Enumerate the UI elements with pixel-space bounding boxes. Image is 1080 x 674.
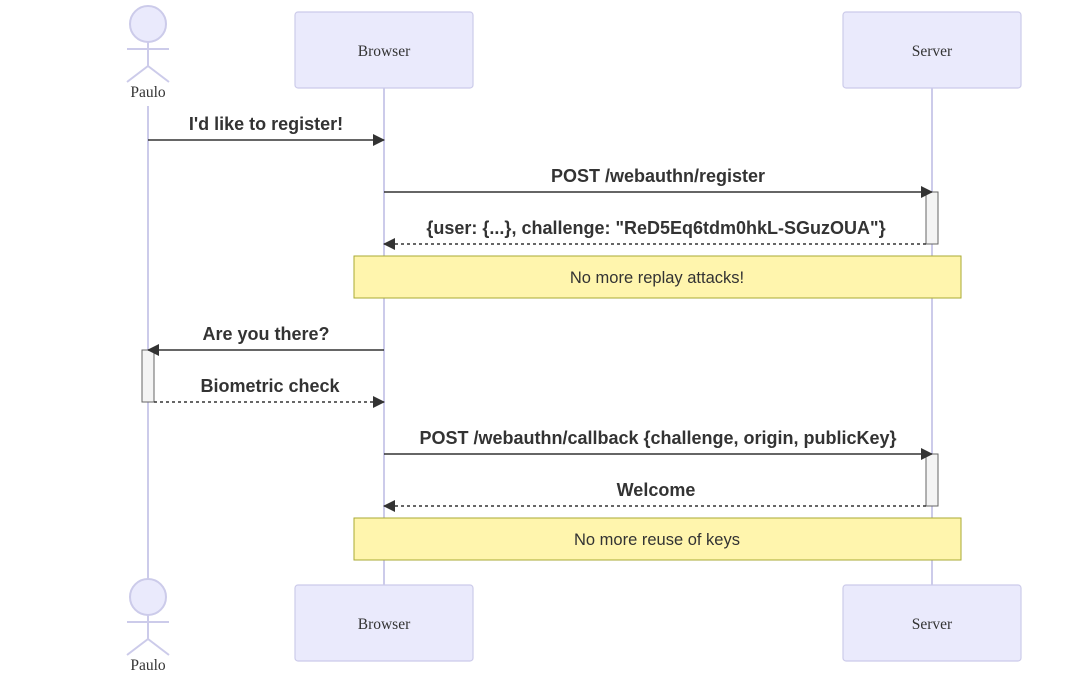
note-replay: No more replay attacks! xyxy=(353,255,962,299)
note-label: No more replay attacks! xyxy=(570,269,744,287)
message-label: {user: {...}, challenge: "ReD5Eq6tdm0hkL… xyxy=(426,218,885,238)
actor-paulo-top: Paulo xyxy=(126,5,170,101)
actor-paulo-bottom: Paulo xyxy=(126,578,170,674)
message-label: Are you there? xyxy=(202,324,329,344)
actor-label-paulo: Paulo xyxy=(130,657,166,674)
note-reuse: No more reuse of keys xyxy=(353,517,962,561)
activation-server-1 xyxy=(925,191,939,245)
activation-paulo xyxy=(141,349,155,403)
participant-server-bottom: Server xyxy=(842,584,1022,662)
message-label: Biometric check xyxy=(200,376,340,396)
participant-browser-bottom: Browser xyxy=(294,584,474,662)
participant-label-server: Server xyxy=(912,616,953,633)
message-label: POST /webauthn/register xyxy=(551,166,765,186)
message-label: I'd like to register! xyxy=(189,114,343,134)
actor-head-icon xyxy=(129,578,167,616)
message-label: Welcome xyxy=(617,480,696,500)
note-label: No more reuse of keys xyxy=(574,531,740,549)
participant-label-browser: Browser xyxy=(358,43,411,60)
participant-label-browser: Browser xyxy=(358,616,411,633)
participant-server-top: Server xyxy=(842,11,1022,89)
actor-label-paulo: Paulo xyxy=(130,84,166,101)
participant-browser-top: Browser xyxy=(294,11,474,89)
message-label: POST /webauthn/callback {challenge, orig… xyxy=(419,428,896,448)
actor-head-icon xyxy=(129,5,167,43)
participant-label-server: Server xyxy=(912,43,953,60)
activation-server-2 xyxy=(925,453,939,507)
